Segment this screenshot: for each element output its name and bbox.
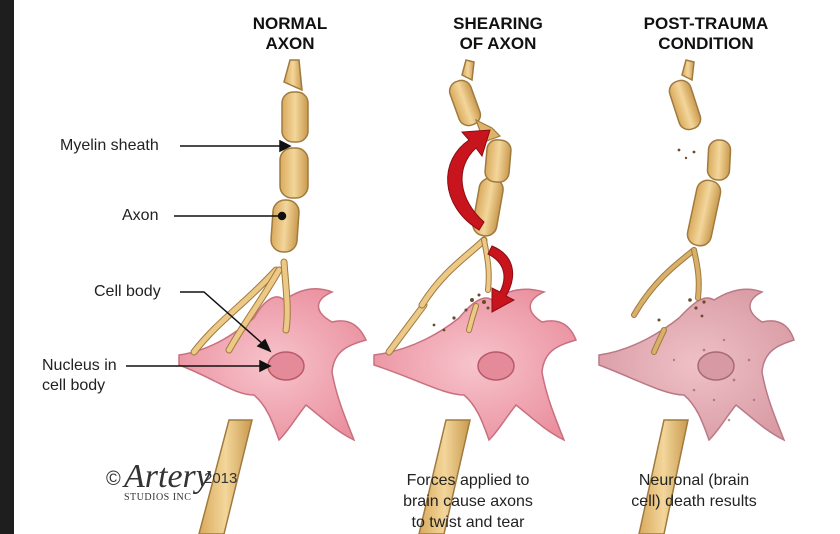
copyright-symbol: © — [106, 468, 121, 491]
caption-post-trauma: Neuronal (brain cell) death results — [584, 470, 804, 512]
nucleus — [268, 352, 304, 380]
label-cell-body: Cell body — [94, 282, 161, 302]
heading-shearing-of-axon: SHEARING OF AXON — [418, 14, 578, 54]
shearing-neuron — [374, 60, 576, 534]
myelin-segment — [282, 92, 308, 142]
post-trauma-neuron — [599, 60, 794, 534]
heading-post-trauma: POST-TRAUMA CONDITION — [626, 14, 786, 54]
cell-body — [599, 289, 794, 440]
illustration — [14, 0, 840, 534]
diagram-canvas: NORMAL AXON SHEARING OF AXON POST-TRAUMA… — [14, 0, 840, 534]
nucleus — [698, 352, 734, 380]
nucleus — [478, 352, 514, 380]
copyright-year: 2013 — [204, 470, 237, 487]
twist-arrow-down — [488, 246, 514, 312]
label-axon: Axon — [122, 206, 158, 226]
brand-name: Artery — [124, 458, 211, 496]
myelin-segment — [270, 199, 300, 253]
axon-top — [284, 60, 302, 90]
heading-normal-axon: NORMAL AXON — [210, 14, 370, 54]
caption-shearing: Forces applied to brain cause axons to t… — [358, 470, 578, 533]
label-nucleus: Nucleus in cell body — [42, 356, 117, 396]
copyright-logo: © Artery 2013 STUDIOS INC — [102, 462, 262, 502]
label-myelin-sheath: Myelin sheath — [60, 136, 159, 156]
studio-name: STUDIOS INC — [124, 492, 191, 503]
myelin-segment — [280, 148, 308, 198]
